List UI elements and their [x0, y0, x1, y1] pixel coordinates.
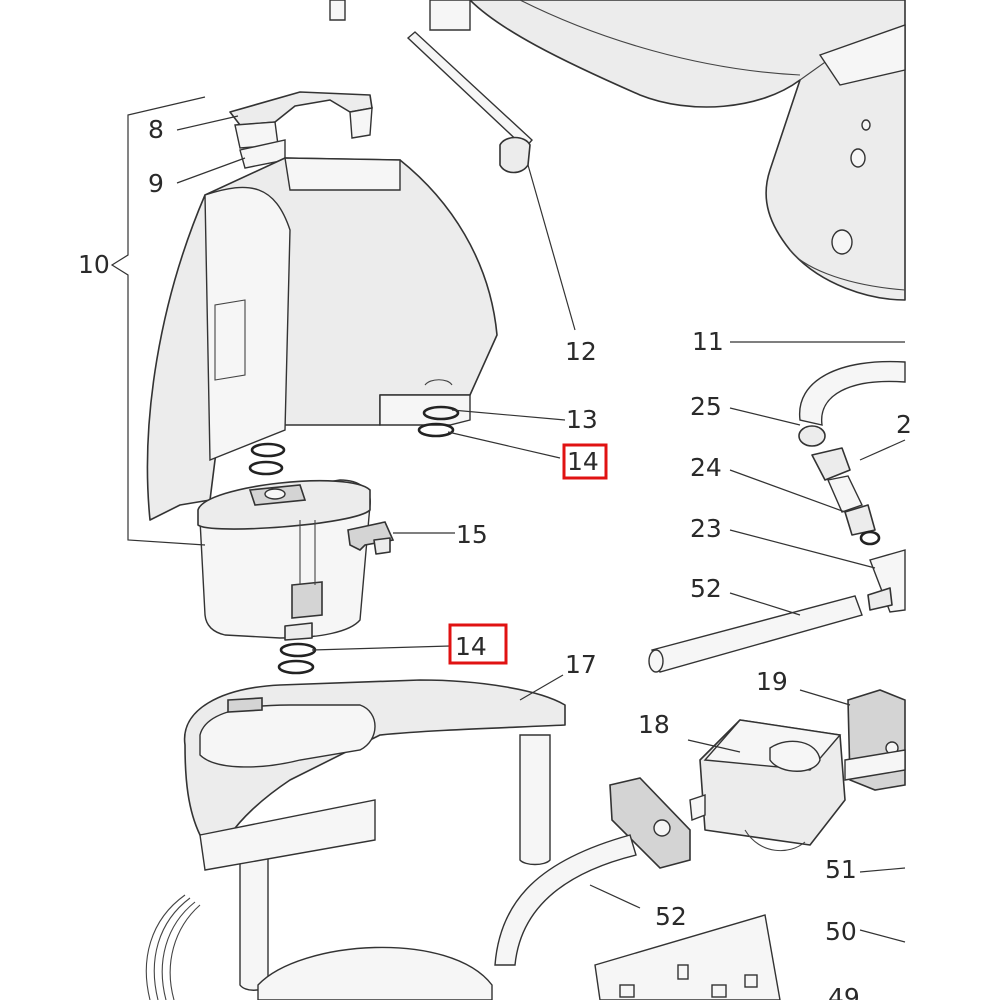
highlight-box-14-lower [448, 623, 508, 665]
part-10-bracket [110, 96, 206, 546]
label-52-lower: 52 [655, 902, 687, 931]
label-14-upper: 14 [567, 447, 599, 476]
part-8-lid-latch [229, 91, 373, 149]
water-tank [197, 479, 371, 639]
part-17-base-tray [183, 679, 566, 991]
label-51: 51 [825, 855, 857, 884]
leader-lines [176, 115, 906, 943]
label-11: 11 [692, 327, 724, 356]
wire-bundle [145, 894, 493, 1000]
label-10: 10 [78, 250, 110, 279]
label-12: 12 [565, 337, 597, 366]
part-13-14-orings-upper [417, 405, 460, 438]
label-49: 49 [828, 983, 860, 1000]
part-52-hose-curved [494, 777, 691, 966]
part-labels: 8 9 10 11 12 13 14 15 14 17 18 19 25 24 … [78, 115, 912, 1000]
label-19: 19 [756, 667, 788, 696]
part-49-pcb [594, 914, 781, 1000]
part-15-valve-knob [347, 521, 395, 555]
part-10-tank-cover [146, 157, 498, 521]
part-12-rod [406, 31, 533, 174]
highlight-boxes [448, 443, 608, 665]
label-9: 9 [148, 169, 164, 198]
part-25-hose [798, 360, 906, 447]
part-52-hose-straight [648, 595, 863, 673]
main-housing [329, 0, 906, 301]
label-17: 17 [565, 650, 597, 679]
label-50: 50 [825, 917, 857, 946]
label-52-upper: 52 [690, 574, 722, 603]
label-8: 8 [148, 115, 164, 144]
highlight-box-14-upper [562, 443, 608, 480]
orings-under-cover [248, 442, 286, 476]
label-partial-2: 2 [896, 410, 912, 439]
part-24-fittings [811, 447, 881, 546]
label-25: 25 [690, 392, 722, 421]
label-13: 13 [566, 405, 598, 434]
label-14-lower: 14 [455, 632, 487, 661]
part-14-orings-lower [277, 622, 317, 675]
part-23-connector [867, 549, 906, 613]
label-23: 23 [690, 514, 722, 543]
label-15: 15 [456, 520, 488, 549]
label-24: 24 [690, 453, 722, 482]
label-18: 18 [638, 710, 670, 739]
